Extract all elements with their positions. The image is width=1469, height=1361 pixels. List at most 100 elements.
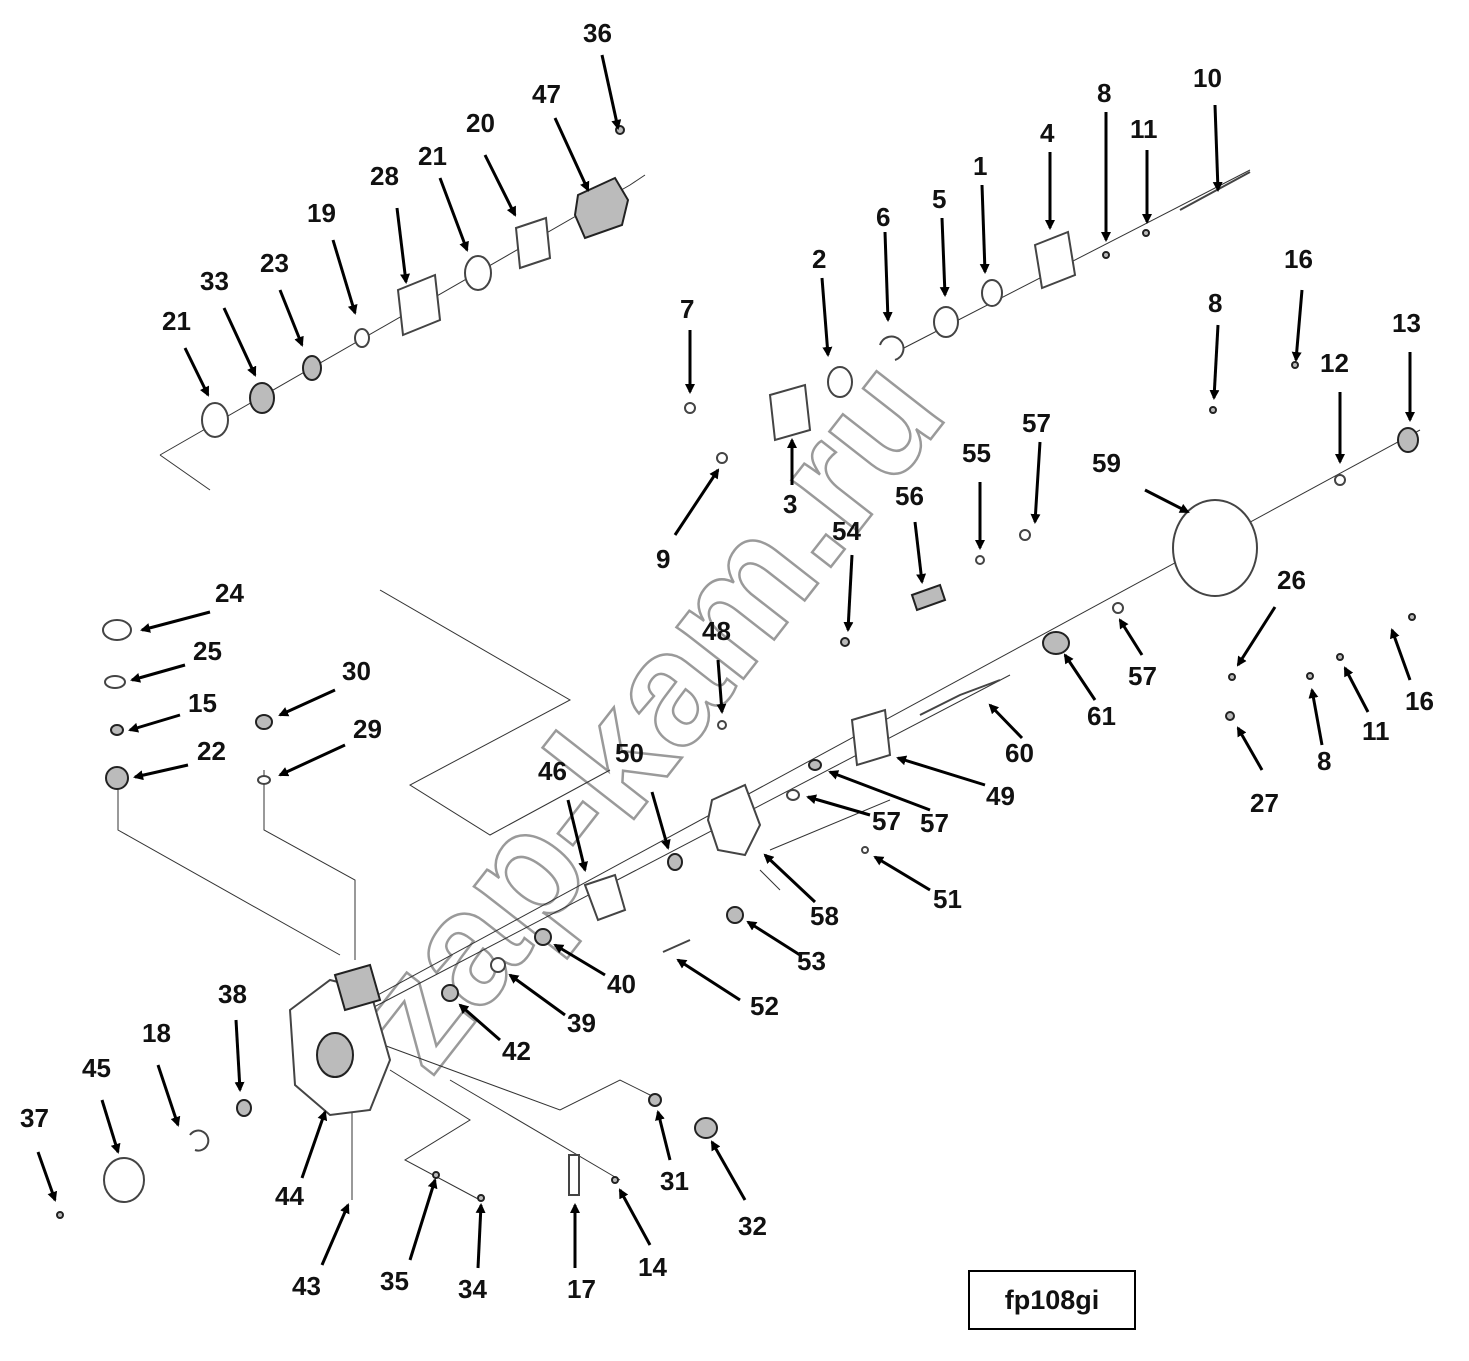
arrow-38 (234, 1019, 245, 1092)
arrow-18 (156, 1064, 181, 1127)
callout-14: 14 (638, 1252, 667, 1282)
callout-44: 44 (275, 1181, 304, 1211)
housing-bore (316, 1032, 354, 1078)
figure-code: fp108gi (1004, 1284, 1100, 1315)
key-8-right (1209, 406, 1217, 414)
arrow-22 (133, 763, 189, 781)
arrow-1 (979, 184, 990, 274)
arrow-37 (36, 1151, 58, 1202)
parts (56, 125, 1419, 1219)
housing-46 (583, 873, 627, 922)
washer-27 (1225, 711, 1235, 721)
key-8-lower (1306, 672, 1314, 680)
gear-33 (249, 382, 275, 414)
callout-16: 16 (1284, 244, 1313, 274)
arrow-21b (183, 347, 210, 397)
callout-36: 36 (583, 18, 612, 48)
cover-47 (573, 176, 630, 240)
callout-4: 4 (1040, 118, 1055, 148)
flange-4 (1033, 230, 1077, 290)
shaft-10 (1179, 171, 1251, 211)
callout-30: 30 (342, 656, 371, 686)
arrow-33 (222, 307, 257, 377)
callout-34: 34 (458, 1274, 487, 1304)
cap-24 (102, 619, 132, 641)
callout-22: 22 (197, 736, 226, 766)
callout-54: 54 (832, 516, 861, 546)
seal-57-b (786, 789, 800, 801)
ball-9 (716, 452, 728, 464)
o-ring-39 (490, 957, 506, 973)
arrow-51 (873, 855, 931, 892)
callout-28: 28 (370, 161, 399, 191)
left-leader-2 (263, 770, 356, 960)
lower-axis-line (369, 1039, 661, 1111)
nut-53 (726, 906, 744, 924)
callout-45: 45 (82, 1053, 111, 1083)
callout-12: 12 (1320, 348, 1349, 378)
arrow-28 (395, 207, 410, 284)
callout-47: 47 (532, 79, 561, 109)
callout-25: 25 (193, 636, 222, 666)
callout-7: 7 (680, 294, 694, 324)
arrow-48 (716, 659, 727, 714)
arrow-16b (1390, 628, 1412, 681)
zigzag-leader (379, 589, 611, 836)
plate-28 (396, 273, 442, 337)
valve-60 (919, 679, 1001, 716)
callout-arrows (36, 54, 1415, 1269)
cover-58 (706, 783, 762, 857)
plug-30 (255, 714, 273, 730)
o-ring-21-right (464, 255, 492, 291)
callout-61: 61 (1087, 701, 1116, 731)
arrow-15 (128, 713, 181, 733)
arrow-27 (1236, 726, 1264, 771)
plug-31 (648, 1093, 662, 1107)
callout-57: 57 (920, 808, 949, 838)
callout-labels: 36 47 20 21 28 19 23 33 21 10 8 11 4 1 5… (20, 18, 1434, 1304)
callout-13: 13 (1392, 308, 1421, 338)
callout-24: 24 (215, 578, 244, 608)
plug-12 (1334, 474, 1346, 486)
arrow-49 (896, 755, 986, 787)
callout-56: 56 (895, 481, 924, 511)
arrow-10 (1212, 104, 1223, 192)
callout-11: 11 (1130, 114, 1158, 144)
filter-61 (1042, 631, 1070, 655)
lower-leader-3 (449, 1079, 621, 1181)
callout-39: 39 (567, 1008, 596, 1038)
middle-axis-line (329, 674, 1011, 1031)
arrow-47 (553, 117, 590, 192)
callout-49: 49 (986, 781, 1015, 811)
nut-11-lower (1336, 653, 1344, 661)
callout-50: 50 (615, 738, 644, 768)
pin-52 (662, 939, 691, 953)
washer-19 (354, 328, 370, 348)
pin-17 (568, 1154, 580, 1196)
callout-46: 46 (538, 756, 567, 786)
arrow-11b (1343, 666, 1370, 713)
screw-51 (861, 846, 869, 854)
arrow-14 (618, 1188, 652, 1246)
arrow-20 (483, 154, 517, 217)
fitting-22 (105, 766, 129, 790)
callout-17: 17 (567, 1274, 596, 1304)
callout-52: 52 (750, 991, 779, 1021)
plug-38 (236, 1099, 252, 1117)
callout-35: 35 (380, 1266, 409, 1296)
arrow-44 (300, 1110, 328, 1179)
callout-29: 29 (353, 714, 382, 744)
arrow-23 (278, 289, 304, 347)
plate-49 (850, 708, 892, 767)
callout-16: 16 (1405, 686, 1434, 716)
callout-51: 51 (933, 884, 962, 914)
flange-45 (103, 1157, 145, 1203)
arrow-61 (1063, 653, 1097, 701)
arrow-5 (939, 217, 950, 297)
arrow-54 (843, 554, 854, 632)
seal-57-a (808, 759, 822, 771)
callout-43: 43 (292, 1271, 321, 1301)
callout-18: 18 (142, 1018, 171, 1048)
